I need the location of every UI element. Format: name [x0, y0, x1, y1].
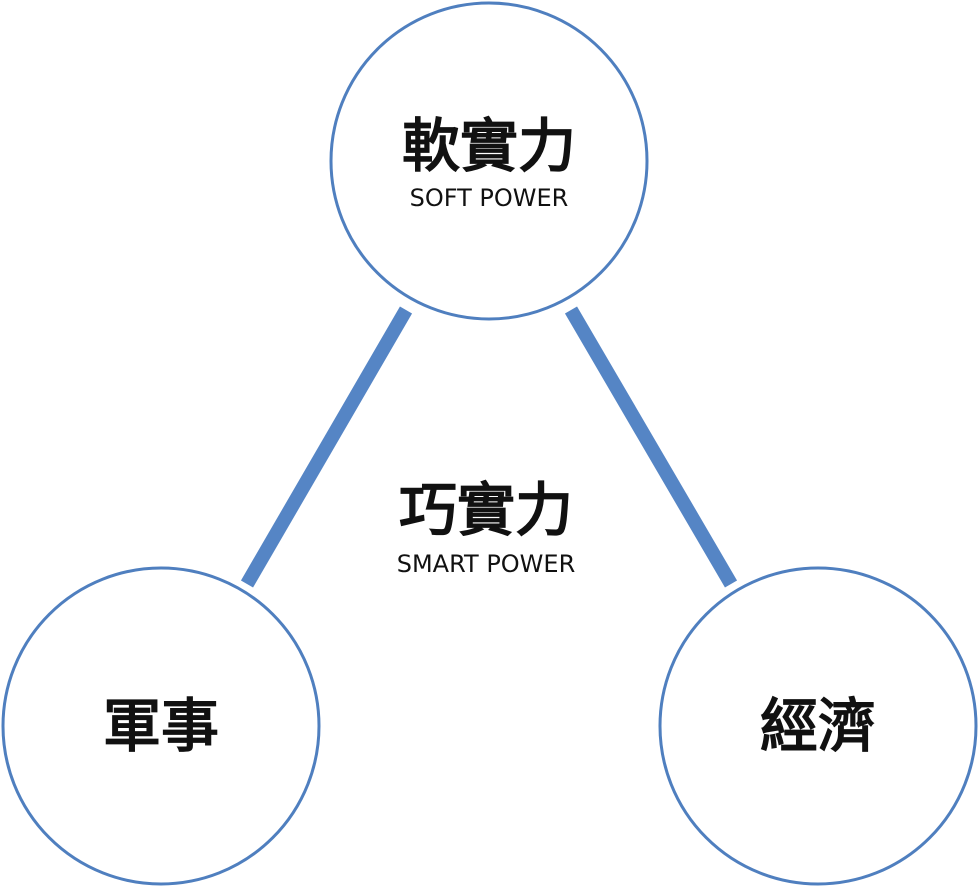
- connector-left: [240, 306, 413, 588]
- center-smart-power-sublabel: SMART POWER: [397, 550, 576, 578]
- connector-right: [564, 306, 738, 588]
- center-smart-power: 巧實力 SMART POWER: [397, 476, 576, 578]
- node-economy-circle: [658, 566, 978, 886]
- node-military-label: 軍事: [103, 692, 219, 760]
- node-soft-power-circle: [329, 1, 649, 321]
- node-economy-label: 經濟: [760, 692, 876, 760]
- center-smart-power-label: 巧實力: [399, 476, 573, 544]
- node-soft-power-label: 軟實力: [402, 112, 576, 180]
- node-economy: 經濟: [658, 566, 978, 886]
- node-military: 軍事: [1, 566, 321, 886]
- node-soft-power-sublabel: SOFT POWER: [410, 184, 569, 212]
- node-soft-power: 軟實力 SOFT POWER: [329, 1, 649, 321]
- node-military-circle: [1, 566, 321, 886]
